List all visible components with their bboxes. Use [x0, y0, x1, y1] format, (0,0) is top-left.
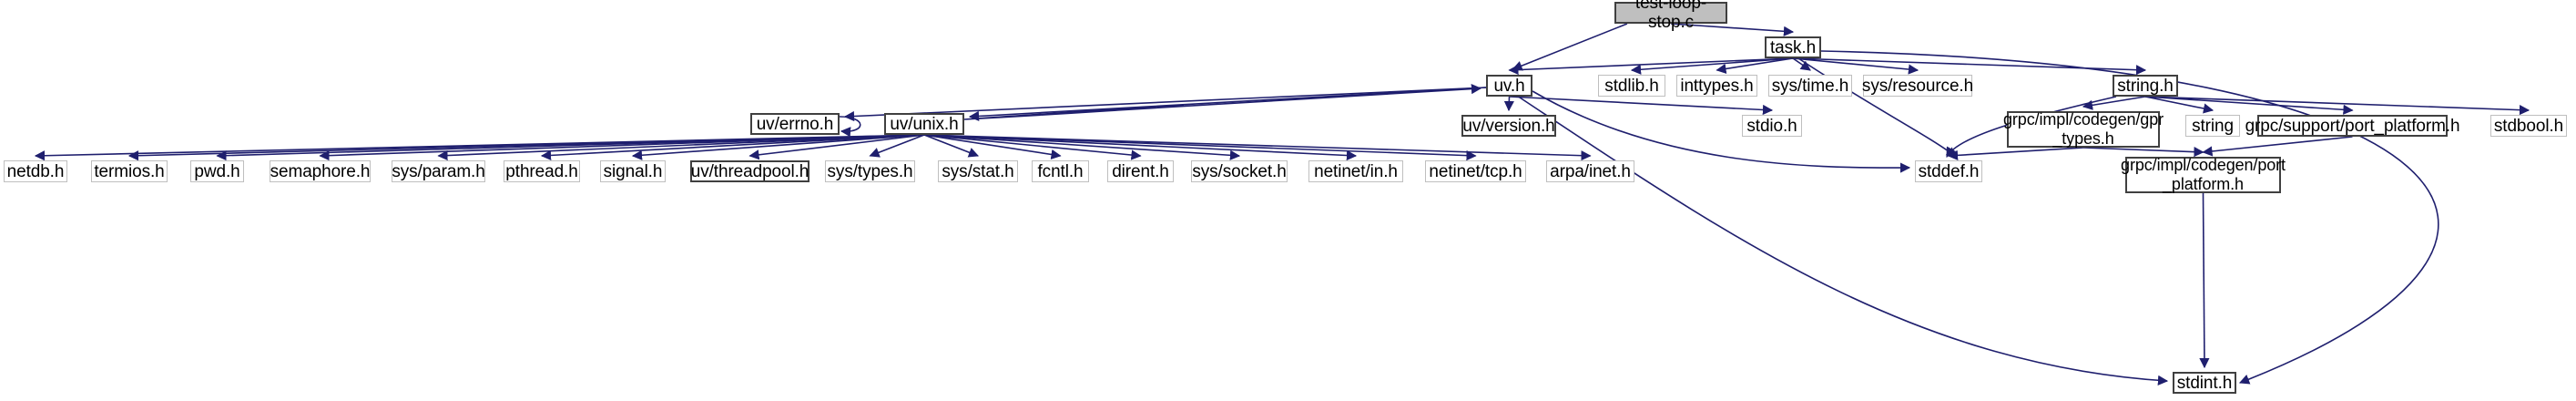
graph-node-stdio-h: stdio.h: [1742, 115, 1802, 137]
graph-node-pthread-h: pthread.h: [504, 160, 580, 182]
graph-node-netinet-in-h: netinet/in.h: [1308, 160, 1403, 182]
graph-edge: [923, 134, 1062, 160]
graph-node-termios-h: termios.h: [91, 160, 168, 182]
graph-edge: [923, 134, 980, 158]
graph-node-test-loop-stop-c[interactable]: test-loop-stop.c: [1614, 0, 1727, 32]
graph-edge: [923, 134, 1241, 160]
graph-node-task-h[interactable]: task.h: [1765, 36, 1821, 58]
graph-edge: [1947, 147, 2084, 160]
graph-edge: [437, 134, 925, 161]
graph-node-sys-socket-h: sys/socket.h: [1191, 160, 1288, 182]
graph-node-grpc-impl-codegen-port-platform-h[interactable]: grpc/impl/codegen/port _platform.h: [2121, 156, 2286, 193]
graph-node-stdlib-h: stdlib.h: [1598, 75, 1665, 97]
graph-node-uv-version-h[interactable]: uv/version.h: [1461, 115, 1556, 137]
graph-node-inttypes-h: inttypes.h: [1676, 75, 1757, 97]
graph-edge: [923, 134, 1592, 161]
graph-node-uv-errno-h[interactable]: uv/errno.h: [750, 113, 840, 135]
graph-edge: [1509, 96, 1774, 116]
graph-node-fcntl-h: fcntl.h: [1032, 160, 1089, 182]
graph-node-stdbool-h: stdbool.h: [2490, 115, 2567, 137]
graph-node-signal-h: signal.h: [600, 160, 666, 182]
graph-node-dirent-h: dirent.h: [1107, 160, 1174, 182]
graph-edge: [2199, 192, 2210, 369]
graph-edge: [869, 134, 925, 158]
graph-edge: [2202, 136, 2353, 157]
graph-node-uv-threadpool-h[interactable]: uv/threadpool.h: [690, 160, 809, 182]
graph-node-sys-time-h: sys/time.h: [1768, 75, 1852, 97]
graph-edge: [631, 134, 925, 160]
graph-edge: [1508, 57, 1794, 76]
graph-edge: [2144, 96, 2354, 115]
graph-node-string: string: [2185, 115, 2240, 137]
graph-node-semaphore-h: semaphore.h: [270, 160, 371, 182]
graph-node-sys-stat-h: sys/stat.h: [938, 160, 1018, 182]
graph-node-uv-unix-h[interactable]: uv/unix.h: [884, 113, 964, 135]
graph-node-arpa-inet-h: arpa/inet.h: [1546, 160, 1634, 182]
graph-edge: [1670, 23, 1795, 36]
graph-node-grpc-impl-codegen-gpr-types-h[interactable]: grpc/impl/codegen/gpr _types.h: [2003, 110, 2164, 148]
graph-edge: [1946, 96, 2117, 158]
graph-node-stddef-h: stddef.h: [1915, 160, 1982, 182]
graph-edge: [1630, 57, 1794, 75]
graph-edge: [540, 134, 925, 161]
graph-node-sys-types-h: sys/types.h: [825, 160, 915, 182]
graph-edge: [1792, 57, 2147, 76]
graph-edge: [1820, 50, 2439, 385]
graph-node-uv-h[interactable]: uv.h: [1486, 75, 1532, 97]
graph-edge: [968, 87, 1487, 122]
graph-node-sys-param-h: sys/param.h: [392, 160, 485, 182]
graph-edge: [1792, 57, 1919, 75]
graph-node-stdint-h[interactable]: stdint.h: [2173, 372, 2236, 394]
graph-node-netinet-tcp-h: netinet/tcp.h: [1425, 160, 1526, 182]
graph-edge: [963, 88, 1481, 120]
graph-edge: [1518, 96, 2169, 386]
graph-node-sys-resource-h: sys/resource.h: [1861, 75, 1974, 97]
graph-edge: [1503, 96, 1514, 112]
graph-node-netdb-h: netdb.h: [4, 160, 67, 182]
graph-node-pwd-h: pwd.h: [190, 160, 244, 182]
graph-edge: [2144, 96, 2530, 116]
graph-node-grpc-support-port-platform-h[interactable]: grpc/support/port_platform.h: [2245, 115, 2460, 137]
graph-edge: [1532, 90, 1911, 173]
graph-edge: [2082, 147, 2204, 158]
graph-edge: [843, 87, 1487, 122]
graph-edge: [1792, 57, 1811, 71]
graph-edge: [1716, 57, 1794, 74]
graph-edge: [1797, 57, 1957, 158]
graph-node-string-h[interactable]: string.h: [2113, 75, 2178, 97]
graph-edge: [2144, 96, 2215, 114]
graph-edge: [923, 134, 1142, 160]
graph-edge: [839, 116, 861, 138]
graph-edge: [2082, 96, 2146, 110]
graph-edge: [748, 134, 925, 160]
graph-edge: [1512, 23, 1628, 71]
